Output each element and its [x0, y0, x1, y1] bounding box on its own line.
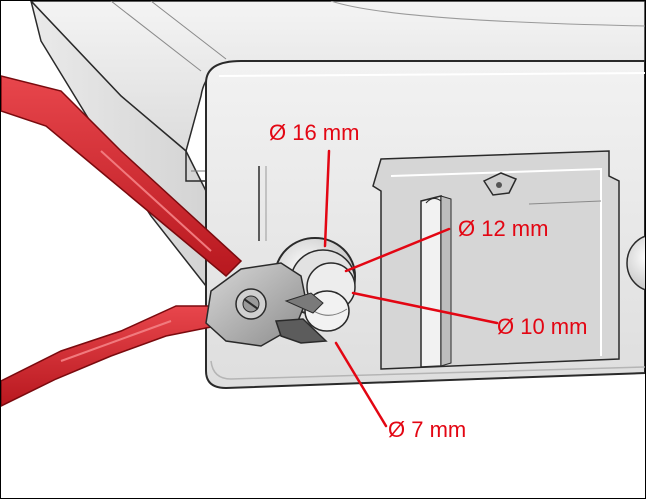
leader-16mm	[323, 149, 331, 248]
leader-7mm	[334, 341, 388, 428]
cable-entry-cutout	[372, 150, 620, 370]
callout-10mm-label: Ø 10 mm	[497, 314, 588, 339]
leader-12mm	[344, 227, 451, 273]
callout-leaders	[323, 149, 499, 428]
leader-10mm	[351, 291, 499, 325]
callout-12mm-label: Ø 12 mm	[458, 216, 549, 241]
right-grommet	[626, 235, 645, 291]
pliers	[1, 75, 328, 407]
callout-16mm-label: Ø 16 mm	[269, 120, 360, 145]
callout-7mm-label: Ø 7 mm	[388, 417, 467, 442]
